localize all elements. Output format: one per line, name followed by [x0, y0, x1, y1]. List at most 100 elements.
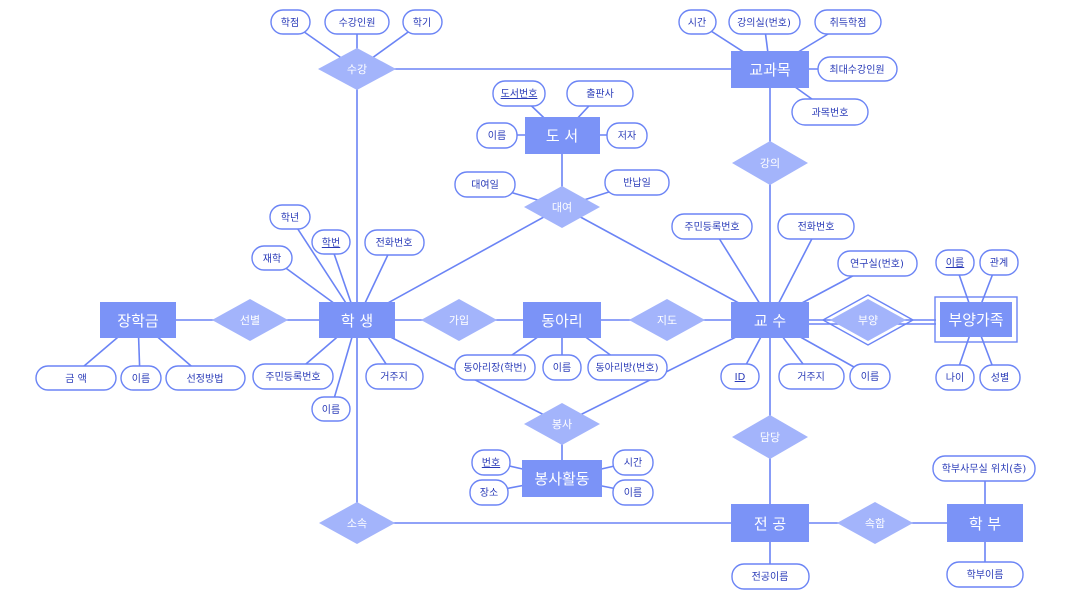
attribute-dep-gender: 성별 [979, 364, 1021, 391]
svg-text:지도: 지도 [657, 314, 677, 327]
svg-text:소속: 소속 [347, 517, 367, 530]
svg-text:속함: 속함 [865, 517, 885, 530]
entity-student: 학 생 [319, 302, 395, 338]
entity-club: 동아리 [523, 302, 601, 338]
relationship-serve: 봉사 [524, 403, 600, 445]
relationship-join: 가입 [421, 299, 497, 341]
svg-text:전화번호: 전화번호 [376, 237, 413, 249]
svg-text:나이: 나이 [946, 372, 964, 384]
svg-text:장학금: 장학금 [117, 312, 159, 330]
svg-text:학부사무실 위치(층): 학부사무실 위치(층) [942, 462, 1027, 475]
attribute-club-room: 동아리방(번호) [587, 354, 668, 381]
svg-text:ID: ID [735, 372, 746, 383]
svg-text:수강인원: 수강인원 [339, 17, 376, 29]
attribute-club-leader: 동아리장(학번) [454, 354, 536, 381]
attribute-course-no: 과목번호 [791, 98, 869, 126]
attribute-scholar-amount: 금 액 [35, 365, 117, 391]
svg-text:금 액: 금 액 [65, 373, 87, 385]
svg-text:이름: 이름 [132, 373, 150, 385]
entity-book: 도 서 [525, 117, 600, 154]
entity-professor: 교 수 [731, 302, 809, 338]
entity-scholarship: 장학금 [100, 302, 176, 338]
svg-text:수강: 수강 [347, 63, 367, 76]
attribute-student-address: 거주지 [365, 363, 424, 390]
attribute-student-enrolled: 재학 [251, 245, 293, 271]
relationship-support: 부양 [821, 294, 915, 346]
svg-text:강의: 강의 [760, 157, 780, 170]
svg-text:반납일: 반납일 [623, 177, 651, 189]
attribute-dep-name: 이름 [935, 249, 975, 276]
svg-text:가입: 가입 [449, 314, 469, 327]
svg-text:이름: 이름 [946, 257, 964, 269]
relationship-affiliated: 속함 [837, 502, 913, 544]
attribute-enroll-semester: 학기 [402, 9, 443, 35]
svg-text:이름: 이름 [553, 362, 571, 374]
svg-text:부양가족: 부양가족 [948, 311, 1003, 329]
attribute-student-name: 이름 [311, 396, 351, 422]
svg-text:부양: 부양 [858, 314, 878, 327]
attribute-student-year: 학년 [269, 204, 311, 230]
attribute-vol-place: 장소 [469, 479, 509, 506]
svg-text:학 부: 학 부 [969, 515, 1002, 533]
svg-text:학번: 학번 [322, 237, 340, 249]
attribute-student-id: 학번 [311, 229, 351, 255]
attribute-prof-address: 거주지 [778, 363, 845, 390]
relationship-advise: 지도 [629, 299, 705, 341]
svg-text:강의실(번호): 강의실(번호) [737, 17, 791, 29]
svg-text:이름: 이름 [488, 130, 506, 142]
entity-department: 학 부 [947, 504, 1023, 542]
svg-text:최대수강인원: 최대수강인원 [829, 64, 884, 76]
svg-text:동아리장(학번): 동아리장(학번) [463, 362, 526, 374]
attributes: 학점 수강인원 학기 시간 강의실(번호) 취득학점 최대수강인원 과목번호 도… [35, 9, 1036, 590]
svg-text:선정방법: 선정방법 [187, 373, 224, 385]
svg-text:주민등록번호: 주민등록번호 [684, 221, 739, 233]
svg-text:과목번호: 과목번호 [812, 107, 849, 119]
svg-text:취득학점: 취득학점 [830, 17, 867, 29]
relationship-borrow: 대여 [524, 186, 600, 228]
attribute-enroll-credit: 학점 [270, 9, 311, 35]
svg-text:봉사: 봉사 [552, 418, 572, 431]
attribute-prof-rrn: 주민등록번호 [671, 213, 753, 240]
attribute-course-room: 강의실(번호) [728, 9, 801, 35]
svg-text:교과목: 교과목 [749, 61, 790, 79]
attribute-student-rrn: 주민등록번호 [252, 363, 334, 390]
attribute-dept-location: 학부사무실 위치(층) [932, 455, 1036, 482]
attribute-course-time: 시간 [678, 9, 717, 35]
attribute-student-phone: 전화번호 [364, 229, 425, 256]
svg-text:번호: 번호 [482, 457, 500, 469]
attribute-prof-name: 이름 [849, 363, 891, 390]
attribute-course-credit: 취득학점 [814, 9, 882, 35]
entity-dependent: 부양가족 [934, 296, 1018, 343]
svg-text:대여: 대여 [552, 201, 572, 214]
attribute-prof-office: 연구실(번호) [837, 250, 918, 277]
entities: 교과목 도 서 장학금 학 생 동아리 교 수 부양가족 봉사활동 전 공 학 … [100, 51, 1023, 542]
svg-text:이름: 이름 [624, 487, 642, 499]
relationship-belong: 소속 [319, 502, 395, 544]
attribute-dep-age: 나이 [935, 364, 975, 391]
svg-text:재학: 재학 [263, 253, 281, 265]
svg-text:주민등록번호: 주민등록번호 [265, 371, 320, 383]
attribute-vol-name: 이름 [612, 479, 654, 506]
relationship-select: 선별 [212, 299, 288, 341]
attribute-return-date: 반납일 [604, 169, 670, 196]
svg-text:시간: 시간 [688, 17, 706, 29]
svg-text:대여일: 대여일 [471, 179, 499, 191]
svg-text:저자: 저자 [618, 130, 636, 142]
svg-text:시간: 시간 [624, 457, 642, 469]
attribute-prof-phone: 전화번호 [777, 213, 855, 240]
attribute-enroll-count: 수강인원 [324, 9, 390, 35]
svg-text:출판사: 출판사 [586, 88, 614, 100]
svg-text:관계: 관계 [990, 257, 1008, 269]
entity-volunteer: 봉사활동 [522, 460, 602, 497]
relationship-lecture: 강의 [732, 141, 808, 185]
attribute-major-name: 전공이름 [731, 563, 810, 590]
attribute-course-max: 최대수강인원 [817, 56, 898, 82]
attribute-book-publisher: 출판사 [566, 80, 634, 107]
relationship-charge: 담당 [732, 415, 808, 459]
svg-text:담당: 담당 [760, 431, 780, 444]
svg-text:동아리: 동아리 [541, 312, 582, 330]
svg-text:전 공: 전 공 [754, 515, 786, 533]
svg-text:거주지: 거주지 [797, 371, 825, 383]
entity-major: 전 공 [731, 504, 809, 542]
